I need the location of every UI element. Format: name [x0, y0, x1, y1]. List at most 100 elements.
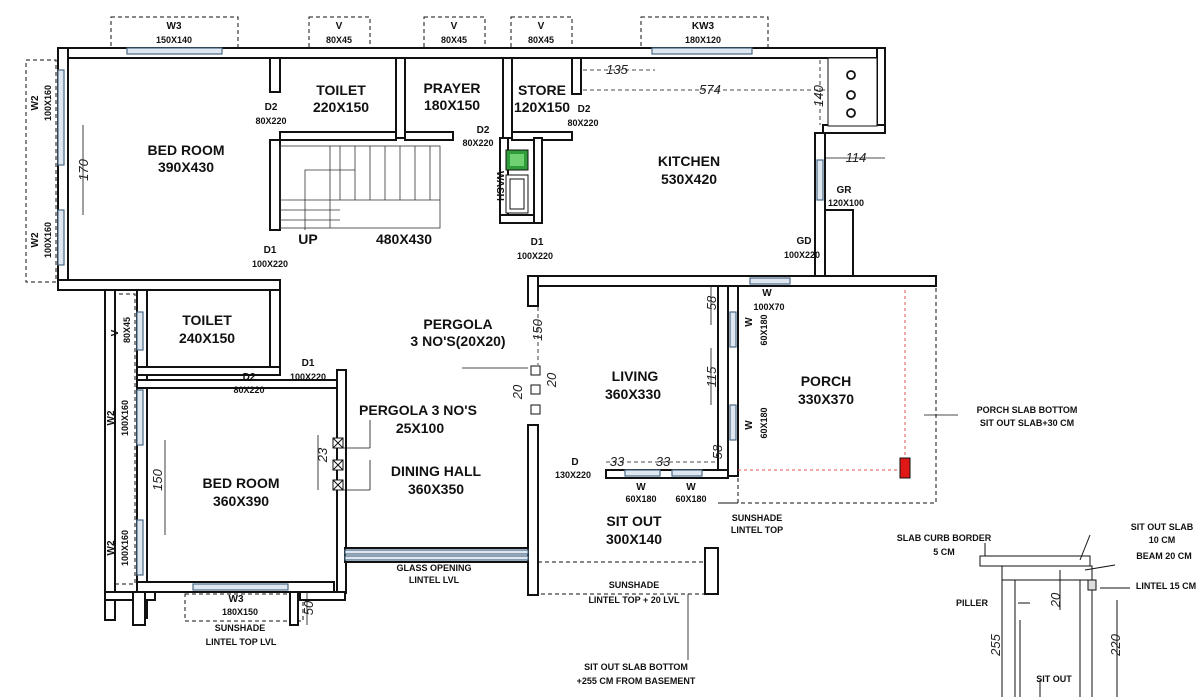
label-dining: DINING HALL	[391, 463, 482, 479]
label-porch: PORCH	[801, 373, 852, 389]
label-sec-slab1: SIT OUT SLAB	[1131, 522, 1194, 532]
label-kitchen-size: 530X420	[661, 171, 717, 187]
label-w2-d-size: 100X160	[120, 530, 130, 566]
label-toilet2-size: 240X150	[179, 330, 235, 346]
dim-150a: 150	[530, 318, 545, 340]
sunshade-w2-left	[25, 59, 57, 283]
staircase	[279, 145, 441, 230]
label-sec-lintel: LINTEL 15 CM	[1136, 581, 1196, 591]
section-detail	[979, 534, 1130, 697]
label-bedroom1-size: 390X430	[158, 159, 214, 175]
dim-sec-255: 255	[988, 633, 1003, 656]
label-sec-curb1: SLAB CURB BORDER	[897, 533, 992, 543]
label-sitout: SIT OUT	[606, 513, 662, 529]
label-w2-b-size: 100X160	[43, 222, 53, 258]
label-kitchen: KITCHEN	[658, 153, 720, 169]
sunshade-w3-bot	[184, 593, 304, 622]
label-porch-size: 330X370	[798, 391, 854, 407]
dim-170: 170	[76, 158, 91, 180]
dim-33a: 33	[610, 454, 625, 469]
label-w2-b: W2	[30, 232, 41, 247]
label-bedroom1: BED ROOM	[148, 142, 225, 158]
label-bedroom2: BED ROOM	[203, 475, 280, 491]
label-v3-size: 80X45	[528, 35, 554, 45]
label-pergola: PERGOLA	[423, 316, 492, 332]
dim-sec-20: 20	[1048, 592, 1063, 608]
label-glass2: LINTEL LVL	[409, 575, 460, 585]
label-gd-size: 100X220	[784, 250, 820, 260]
label-w-bot-b: W	[686, 482, 696, 493]
label-w2-d: W2	[106, 540, 117, 555]
stove	[827, 57, 878, 127]
label-w2-a-size: 100X160	[43, 85, 53, 121]
label-sunshade1-b: LINTEL TOP	[731, 525, 783, 535]
dim-574: 574	[699, 82, 721, 97]
label-living: LIVING	[612, 368, 659, 384]
dim-23: 23	[315, 447, 330, 463]
label-w3-bot-size: 180X150	[222, 607, 258, 617]
label-sunshade2-b: LINTEL TOP + 20 LVL	[588, 595, 680, 605]
pergola-boxes	[332, 365, 541, 491]
dim-150b: 150	[150, 468, 165, 490]
porch-column	[899, 457, 911, 479]
label-kw3: KW3	[692, 21, 715, 32]
label-d2-b: D2	[477, 125, 490, 136]
label-sec-beam: BEAM 20 CM	[1136, 551, 1192, 561]
label-prayer-size: 180X150	[424, 97, 480, 113]
label-pergola2: PERGOLA 3 NO'S	[359, 402, 477, 418]
sunshade-w3-top	[110, 16, 239, 49]
label-w3-top-size: 150X140	[156, 35, 192, 45]
label-d1-c-size: 100X220	[290, 372, 326, 382]
label-w-100x70: W	[762, 288, 772, 299]
sunshade-kw3	[640, 16, 769, 49]
label-d1-b: D1	[531, 237, 544, 248]
label-w-bot-b-size: 60X180	[675, 494, 706, 504]
label-d1-b-size: 100X220	[517, 251, 553, 261]
label-dining-size: 360X350	[408, 481, 464, 497]
dim-114: 114	[846, 150, 867, 165]
wash-basin	[505, 149, 529, 214]
label-d1-c: D1	[302, 358, 315, 369]
dim-50: 50	[301, 600, 316, 615]
label-gd: GD	[797, 236, 812, 247]
label-sunshade2: SUNSHADE	[609, 580, 660, 590]
label-d2-c-size: 80X220	[567, 118, 598, 128]
label-sec-piller: PILLER	[956, 598, 989, 608]
label-d-door: D	[571, 457, 578, 468]
label-sitout-note2: +255 CM FROM BASEMENT	[577, 676, 696, 686]
label-toilet2: TOILET	[182, 312, 232, 328]
label-v4-size: 80X45	[122, 317, 132, 343]
label-sec-curb2: 5 CM	[933, 547, 955, 557]
label-d2-d: D2	[243, 372, 256, 383]
label-wash: WASH	[494, 171, 505, 201]
label-porch-note1: PORCH SLAB BOTTOM	[977, 405, 1078, 415]
label-sitout-size: 300X140	[606, 531, 662, 547]
label-w2-c-size: 100X160	[120, 400, 130, 436]
label-glass1: GLASS OPENING	[396, 563, 471, 573]
label-d1-a: D1	[264, 245, 277, 256]
label-living-size: 360X330	[605, 386, 661, 402]
label-pergola-nos: 3 NO'S(20X20)	[410, 333, 505, 349]
dim-58b: 58	[710, 444, 725, 459]
label-v2: V	[451, 21, 458, 32]
label-pergola2-size: 25X100	[396, 420, 444, 436]
label-sunshade1: SUNSHADE	[732, 513, 783, 523]
label-d1-a-size: 100X220	[252, 259, 288, 269]
label-d2-a: D2	[265, 102, 278, 113]
label-v3: V	[538, 21, 545, 32]
label-w3-top: W3	[167, 21, 182, 32]
label-gr: GR	[837, 185, 853, 196]
label-w-100x70-size: 100X70	[753, 302, 784, 312]
label-v4: V	[110, 329, 121, 336]
label-d2-c: D2	[578, 104, 591, 115]
dim-115: 115	[704, 366, 719, 387]
label-v2-size: 80X45	[441, 35, 467, 45]
label-w-60x180b-size: 60X180	[759, 407, 769, 438]
dim-sec-220: 220	[1108, 633, 1123, 656]
label-stair-size: 480X430	[376, 231, 432, 247]
sunshade-left-lower	[104, 293, 136, 585]
label-d-door-size: 130X220	[555, 470, 591, 480]
label-sunshade3-b: LINTEL TOP LVL	[206, 637, 277, 647]
dimension-lines	[82, 60, 958, 660]
